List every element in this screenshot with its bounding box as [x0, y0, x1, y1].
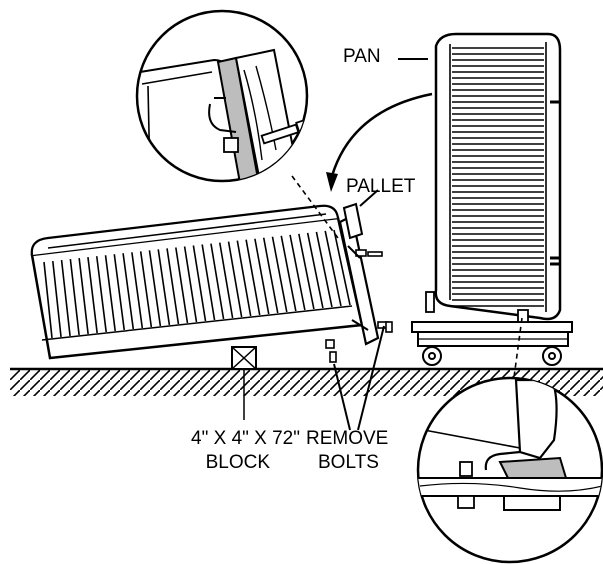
top-callout-link [291, 175, 339, 239]
upright-unit [411, 32, 573, 366]
block-label-line2: BLOCK [205, 452, 270, 473]
tilted-unit [30, 202, 393, 363]
pallet-label: PALLET [346, 176, 416, 197]
remove-bolts-label-line2: BOLTS [318, 452, 379, 473]
pallet-leader [359, 189, 379, 207]
bottom-detail-callout [416, 376, 603, 564]
block-label-line1: 4" X 4" X 72" [191, 428, 300, 449]
remove-leader-2 [357, 325, 385, 431]
pan-label: PAN [343, 46, 381, 67]
remove-bolts-label-line1: REMOVE [306, 428, 389, 449]
top-detail-callout [135, 9, 309, 183]
tilt-arrow [326, 92, 433, 192]
remove-leader-1 [333, 363, 351, 431]
bottom-callout-link [511, 317, 523, 393]
wood-block [231, 346, 257, 420]
